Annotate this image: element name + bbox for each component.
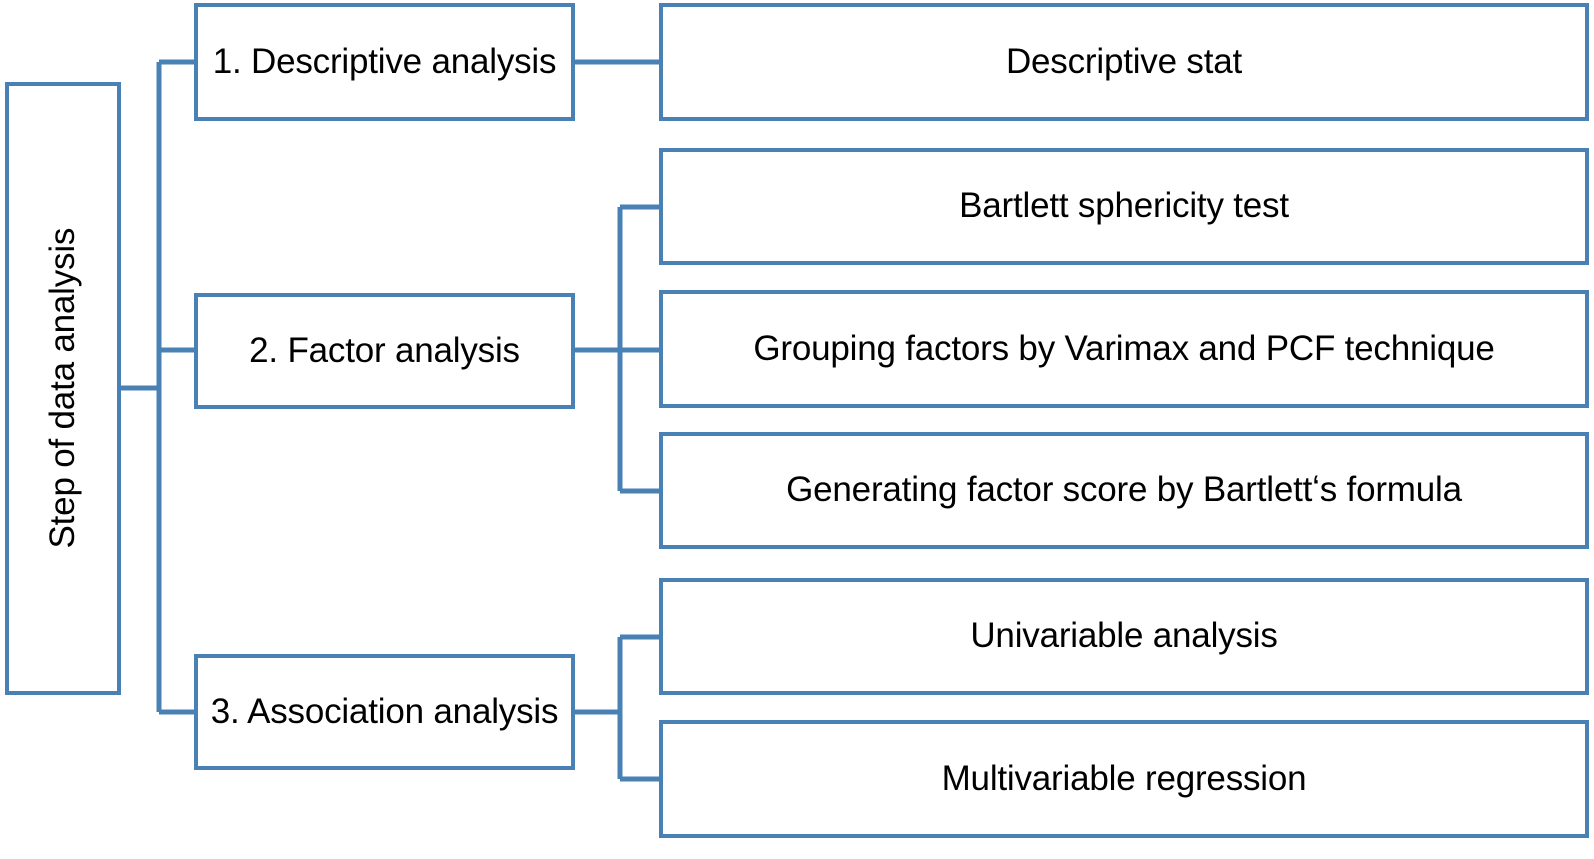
task-node-label: Bartlett sphericity test [959, 186, 1289, 226]
root-node-step-of-data-analysis[interactable]: Step of data analysis [5, 82, 121, 695]
task-node-label: Grouping factors by Varimax and PCF tech… [753, 328, 1495, 368]
stage-node-label: 3. Association analysis [210, 691, 559, 731]
stage-node-descriptive-analysis[interactable]: 1. Descriptive analysis [194, 3, 575, 121]
task-node-label: Univariable analysis [970, 616, 1278, 656]
root-node-label: Step of data analysis [42, 228, 82, 549]
task-node-label: Multivariable regression [941, 758, 1307, 798]
task-node-multivariable-regression[interactable]: Multivariable regression [659, 720, 1589, 838]
stage-node-factor-analysis[interactable]: 2. Factor analysis [194, 293, 575, 409]
task-node-generating-factor-score[interactable]: Generating factor score by Bartlettʻs fo… [659, 432, 1589, 549]
stage-node-label: 2. Factor analysis [249, 330, 520, 370]
task-node-label: Descriptive stat [1005, 41, 1243, 81]
stage-node-association-analysis[interactable]: 3. Association analysis [194, 654, 575, 770]
task-node-grouping-factors-varimax-pcf[interactable]: Grouping factors by Varimax and PCF tech… [659, 290, 1589, 408]
task-node-univariable-analysis[interactable]: Univariable analysis [659, 578, 1589, 695]
task-node-label: Generating factor score by Bartlettʻs fo… [786, 470, 1462, 510]
stage-node-label: 1. Descriptive analysis [212, 41, 557, 81]
task-node-bartlett-sphericity-test[interactable]: Bartlett sphericity test [659, 148, 1589, 265]
task-node-descriptive-stat[interactable]: Descriptive stat [659, 3, 1589, 121]
